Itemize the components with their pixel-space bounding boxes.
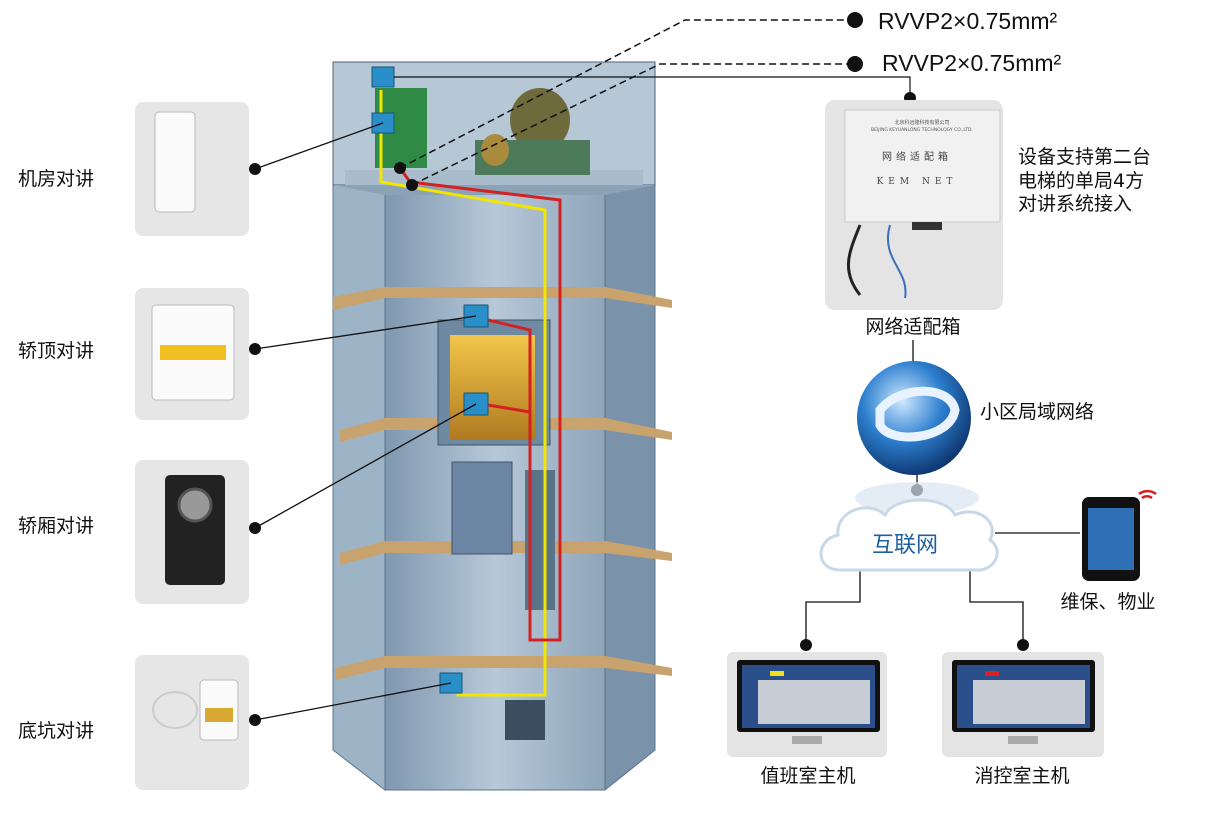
box-brand: KEM NET: [877, 177, 958, 187]
note-line: 对讲系统接入: [1018, 193, 1132, 215]
intercom-car: 轿厢对讲: [18, 403, 477, 604]
note-line: 设备支持第二台: [1018, 146, 1151, 168]
traction-machine: [375, 88, 590, 175]
duty-room-host: 值班室主机: [727, 652, 887, 787]
cable-callouts: RVVP2×0.75mm² RVVP2×0.75mm²: [394, 8, 1062, 191]
internet-label: 互联网: [872, 533, 938, 558]
intercom-machine-room: 机房对讲: [18, 102, 384, 236]
internet-cloud-icon: 互联网: [819, 498, 999, 572]
host-label: 值班室主机: [760, 765, 855, 787]
cable-label-2: RVVP2×0.75mm²: [882, 50, 1062, 76]
fire-control-room-host: 消控室主机: [942, 652, 1104, 787]
network-links: [805, 340, 1080, 645]
box-title: 网络适配箱: [882, 150, 952, 163]
yellow-wire: [379, 90, 547, 697]
intercom-car-top: 轿顶对讲: [18, 288, 477, 420]
support-note: 设备支持第二台 电梯的单局4方 对讲系统接入: [1018, 146, 1151, 215]
network-adapter-box: 北京科远隆科技有限公司 BEIJING KEYUANLONG TECHNOLOG…: [825, 100, 1003, 338]
company-en: BEIJING KEYUANLONG TECHNOLOGY CO.,LTD.: [871, 127, 973, 133]
adapter-caption: 网络适配箱: [865, 316, 960, 338]
elevator-shaft: [332, 61, 672, 792]
intercom-label: 机房对讲: [18, 168, 94, 190]
cable-label-1: RVVP2×0.75mm²: [878, 8, 1058, 34]
intercom-label: 轿顶对讲: [18, 340, 94, 362]
intercom-label: 底坑对讲: [18, 720, 94, 742]
mobile-phone-icon: 维保、物业: [1060, 489, 1157, 613]
note-line: 电梯的单局4方: [1018, 170, 1144, 192]
host-label: 消控室主机: [974, 765, 1069, 787]
company-cn: 北京科远隆科技有限公司: [894, 119, 949, 126]
lan-globe-icon: 小区局域网络: [855, 361, 1094, 514]
intercom-label: 轿厢对讲: [18, 515, 94, 537]
mobile-label: 维保、物业: [1060, 591, 1155, 613]
lan-label: 小区局域网络: [980, 401, 1094, 423]
intercom-pit: 底坑对讲: [18, 655, 452, 790]
